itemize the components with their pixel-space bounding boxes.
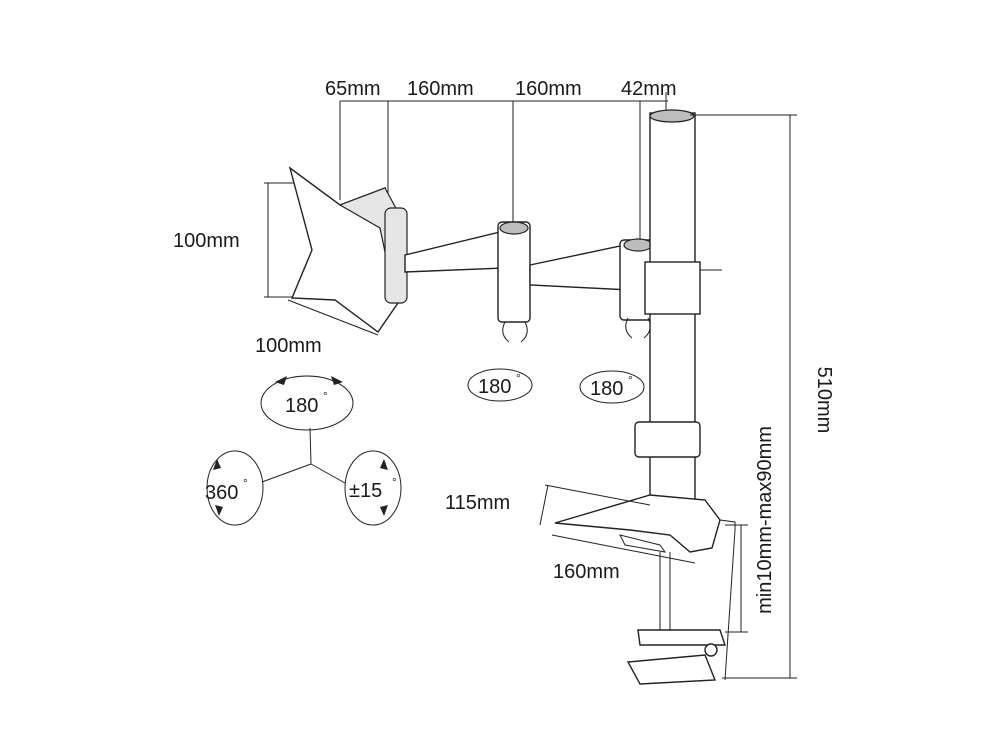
dim-160mm-a: 160mm: [407, 78, 474, 100]
swivel-angle: 360: [205, 482, 238, 504]
clamp-plate: [637, 629, 726, 646]
tilt-angle: 180: [285, 395, 318, 417]
degree-symbol: °: [243, 476, 248, 490]
arm-segment-1: [404, 231, 506, 273]
degree-symbol: °: [516, 371, 521, 385]
top-dimension-lines: [339, 92, 668, 240]
joint-1-angle: 180: [478, 376, 511, 398]
degree-symbol: °: [392, 475, 397, 489]
dim-160mm-b: 160mm: [515, 78, 582, 100]
clamp-screw: [626, 654, 717, 685]
dim-65mm: 65mm: [325, 78, 381, 100]
dim-42mm: 42mm: [621, 78, 677, 100]
vesa-width-label: 100mm: [255, 335, 322, 357]
base-depth-label: 115mm: [445, 492, 510, 514]
desk-base: [554, 494, 721, 553]
arm-joint-1: [497, 221, 531, 323]
joint-2-angle: 180: [590, 378, 623, 400]
cable-clip: [634, 421, 701, 458]
joint-2-rotation: 180 °: [579, 370, 645, 404]
base-width-label: 160mm: [553, 561, 620, 583]
arm-segment-2: [529, 244, 631, 291]
vesa-height-label: 100mm: [173, 230, 240, 252]
rotation-diagram: [206, 375, 402, 526]
clamp-dimension-lines: [725, 524, 748, 633]
height-dimension-lines: [690, 114, 797, 679]
clamp-range-label: min10mm-max90mm: [754, 426, 776, 614]
degree-symbol: °: [628, 373, 633, 387]
pole-collar: [644, 261, 701, 315]
joint-1-rotation: 180 °: [467, 368, 533, 402]
degree-symbol: °: [323, 389, 328, 403]
rotate-angle: ±15: [349, 480, 382, 502]
total-height-label: 510mm: [813, 367, 835, 434]
